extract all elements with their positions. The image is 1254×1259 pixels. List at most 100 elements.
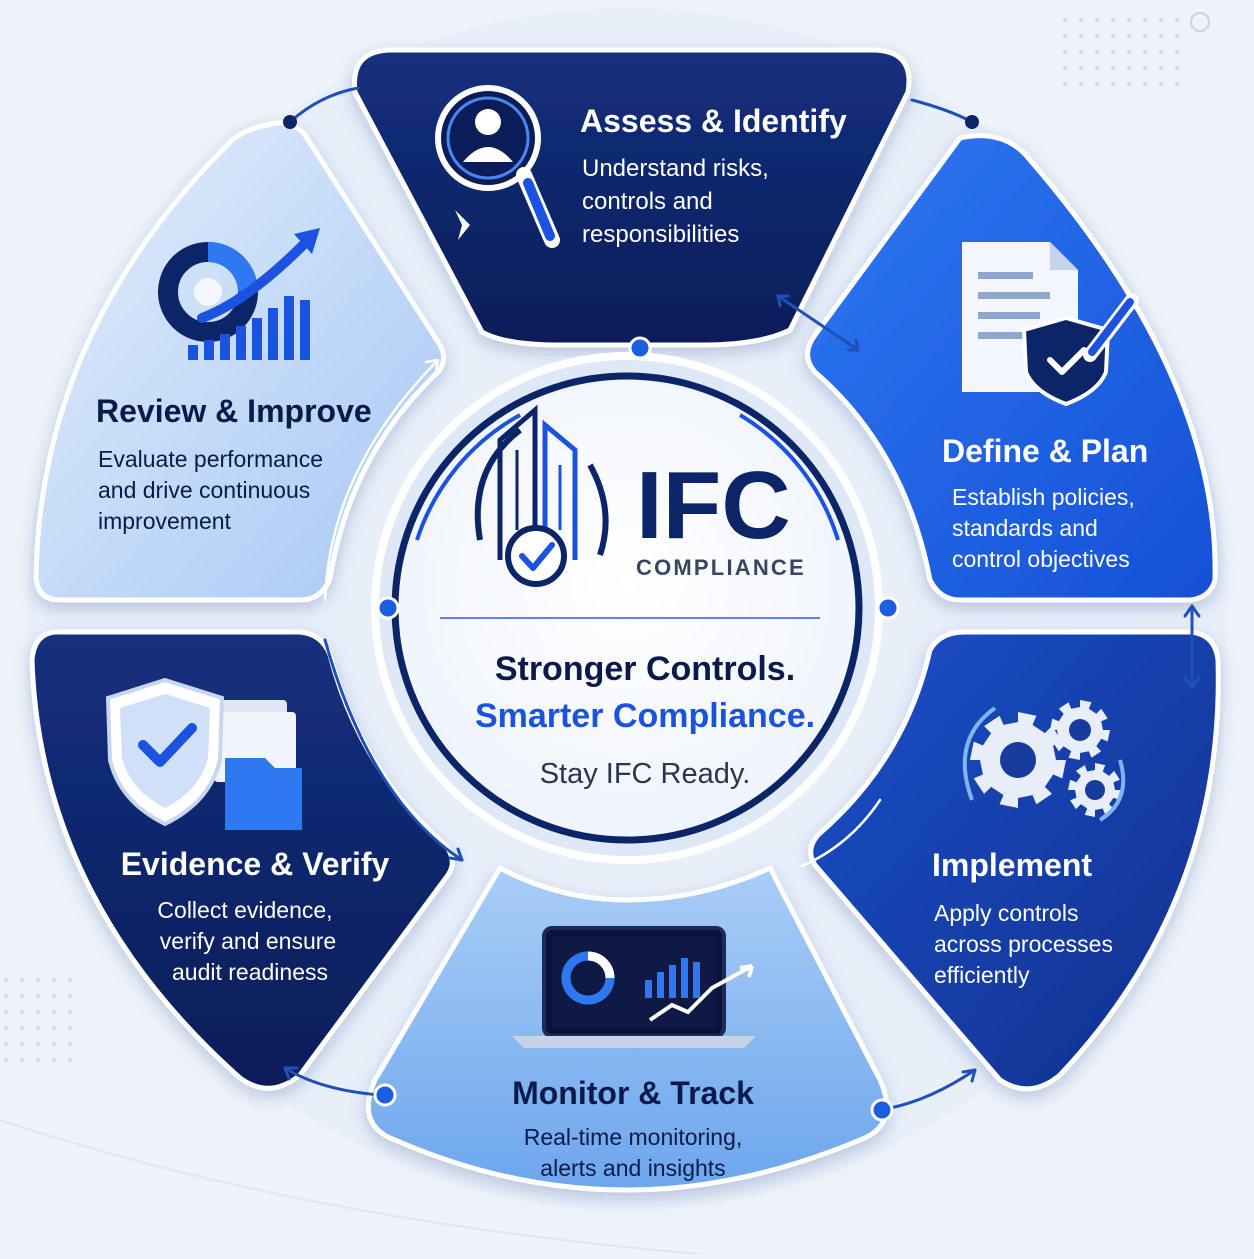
decor-dot: [20, 1010, 24, 1014]
segment-description-line: across processes: [934, 931, 1113, 957]
decor-dot: [36, 1026, 40, 1030]
decor-dot: [1127, 18, 1131, 22]
brand-subtitle: COMPLIANCE: [636, 555, 806, 580]
decor-dot: [52, 978, 56, 982]
decor-dot: [1111, 34, 1115, 38]
check-icon: [519, 542, 555, 571]
decor-dot: [1143, 34, 1147, 38]
decor-dot: [1175, 82, 1179, 86]
segment-description-line: Establish policies,: [952, 484, 1135, 510]
decor-dot: [1079, 66, 1083, 70]
segment-description-line: standards and: [952, 515, 1098, 541]
center-node-left: [376, 596, 400, 620]
review-improve-text: Review & Improve Evaluate performance an…: [96, 393, 372, 534]
dot-grid-top-right: [1063, 18, 1179, 86]
tagline-tertiary: Stay IFC Ready.: [540, 758, 751, 790]
dot-grid-left: [4, 978, 72, 1062]
decor-dot: [1175, 34, 1179, 38]
logo-tower-left: [497, 404, 538, 560]
segment-title: Implement: [932, 847, 1092, 883]
brand-text: IFC: [636, 452, 791, 559]
decor-dot: [1159, 50, 1163, 54]
decor-dot: [20, 978, 24, 982]
segment-implement[interactable]: [808, 629, 1221, 1092]
decor-dot: [68, 1058, 72, 1062]
segment-title: Assess & Identify: [580, 103, 847, 139]
segment-title: Monitor & Track: [512, 1075, 754, 1111]
segment-title: Evidence & Verify: [121, 846, 390, 882]
connector-arrow-assess-define: [776, 294, 860, 352]
decor-dot: [1063, 82, 1067, 86]
decor-dot: [1079, 34, 1083, 38]
decor-dot: [1063, 34, 1067, 38]
decor-dot: [20, 1042, 24, 1046]
tagline-secondary: Smarter Compliance.: [475, 697, 815, 735]
segment-description-line: Collect evidence,: [157, 897, 332, 923]
monitor-track-text: Monitor & Track Real-time monitoring, al…: [512, 1075, 754, 1181]
document-shield-pen-icon: [962, 242, 1139, 407]
connector-arrowhead: [283, 1066, 299, 1081]
decor-dot: [1159, 34, 1163, 38]
decor-dot: [1127, 82, 1131, 86]
segment-description-line: improvement: [98, 508, 232, 534]
connector-implement-center: [800, 798, 882, 868]
logo-tower-right: [542, 419, 578, 560]
segment-description-line: verify and ensure: [160, 928, 336, 954]
connector-arrowheads: [776, 294, 860, 352]
logo-check-circle: [505, 525, 567, 587]
decor-dot: [1063, 66, 1067, 70]
decor-dot: [1095, 66, 1099, 70]
segment-review-improve[interactable]: [33, 120, 446, 603]
decor-dot: [1127, 50, 1131, 54]
evidence-verify-text: Evidence & Verify Collect evidence, veri…: [121, 846, 390, 985]
decor-dot: [68, 994, 72, 998]
decor-dot: [1143, 50, 1147, 54]
decor-dot: [1079, 50, 1083, 54]
connector-implement-monitor: [888, 1068, 977, 1110]
decor-dot: [36, 1010, 40, 1014]
background-ring: [1190, 12, 1210, 32]
decor-dot: [52, 1058, 56, 1062]
gear-hole: [1069, 719, 1091, 741]
segment-description-line: and drive continuous: [98, 477, 310, 503]
decor-dot: [4, 978, 8, 982]
background-decoration: [0, 12, 1254, 1255]
decor-dot: [4, 1058, 8, 1062]
decor-dot: [1095, 82, 1099, 86]
decor-dot: [1159, 66, 1163, 70]
logo-arc-left: [474, 427, 522, 541]
segment-description-line: Apply controls: [934, 900, 1078, 926]
decor-dot: [4, 1042, 8, 1046]
decor-dot: [52, 1026, 56, 1030]
chart-growth-icon: [158, 228, 320, 360]
connector-review-assess: [288, 86, 360, 124]
decor-dot: [1063, 18, 1067, 22]
define-plan-text: Define & Plan Establish policies, standa…: [942, 433, 1148, 572]
logo-arc-right: [587, 463, 609, 556]
decor-dot: [1095, 50, 1099, 54]
decor-dot: [1159, 18, 1163, 22]
laptop-dashboard-icon: [512, 926, 756, 1048]
segment-description-line: Real-time monitoring,: [524, 1124, 743, 1150]
decor-dot: [68, 1042, 72, 1046]
decor-dot: [36, 978, 40, 982]
decor-dot: [68, 1010, 72, 1014]
decor-dot: [4, 994, 8, 998]
decor-dot: [36, 1058, 40, 1062]
connector-evidence-center: [323, 638, 464, 862]
connector-monitor-evidence: [283, 1066, 382, 1097]
connector-arrowhead: [961, 1068, 977, 1083]
decor-dot: [1159, 82, 1163, 86]
connector-arrowhead: [424, 358, 440, 374]
decor-dot: [1063, 50, 1067, 54]
center-node-top: [628, 336, 652, 360]
shield-folder-icon: [105, 677, 302, 830]
gear-hole: [1085, 780, 1105, 800]
connector-review-center: [323, 358, 440, 602]
segment-description-line: alerts and insights: [540, 1155, 725, 1181]
center-accent-arc: [415, 413, 521, 541]
segment-description-line: responsibilities: [582, 221, 739, 248]
decor-dot: [1143, 66, 1147, 70]
